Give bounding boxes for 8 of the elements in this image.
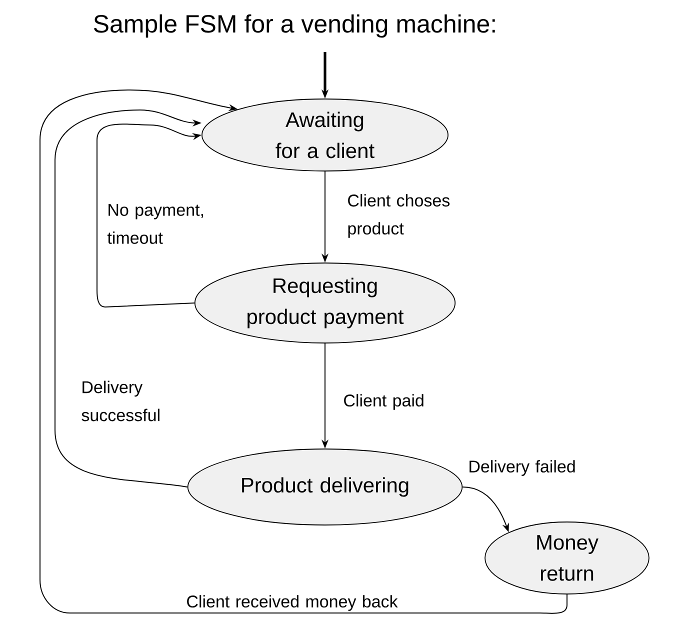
edge-label: Client paid <box>344 394 424 410</box>
edge-label: No payment, timeout <box>107 204 203 244</box>
edge-label: Delivery failed <box>470 460 575 476</box>
edge-label: Client received money back <box>187 595 398 611</box>
edge-label: Delivery successful <box>82 380 160 422</box>
edge-label: Client choses product <box>348 194 450 238</box>
title: Sample FSM for a vending machine: <box>94 14 495 38</box>
arrow <box>40 90 568 614</box>
